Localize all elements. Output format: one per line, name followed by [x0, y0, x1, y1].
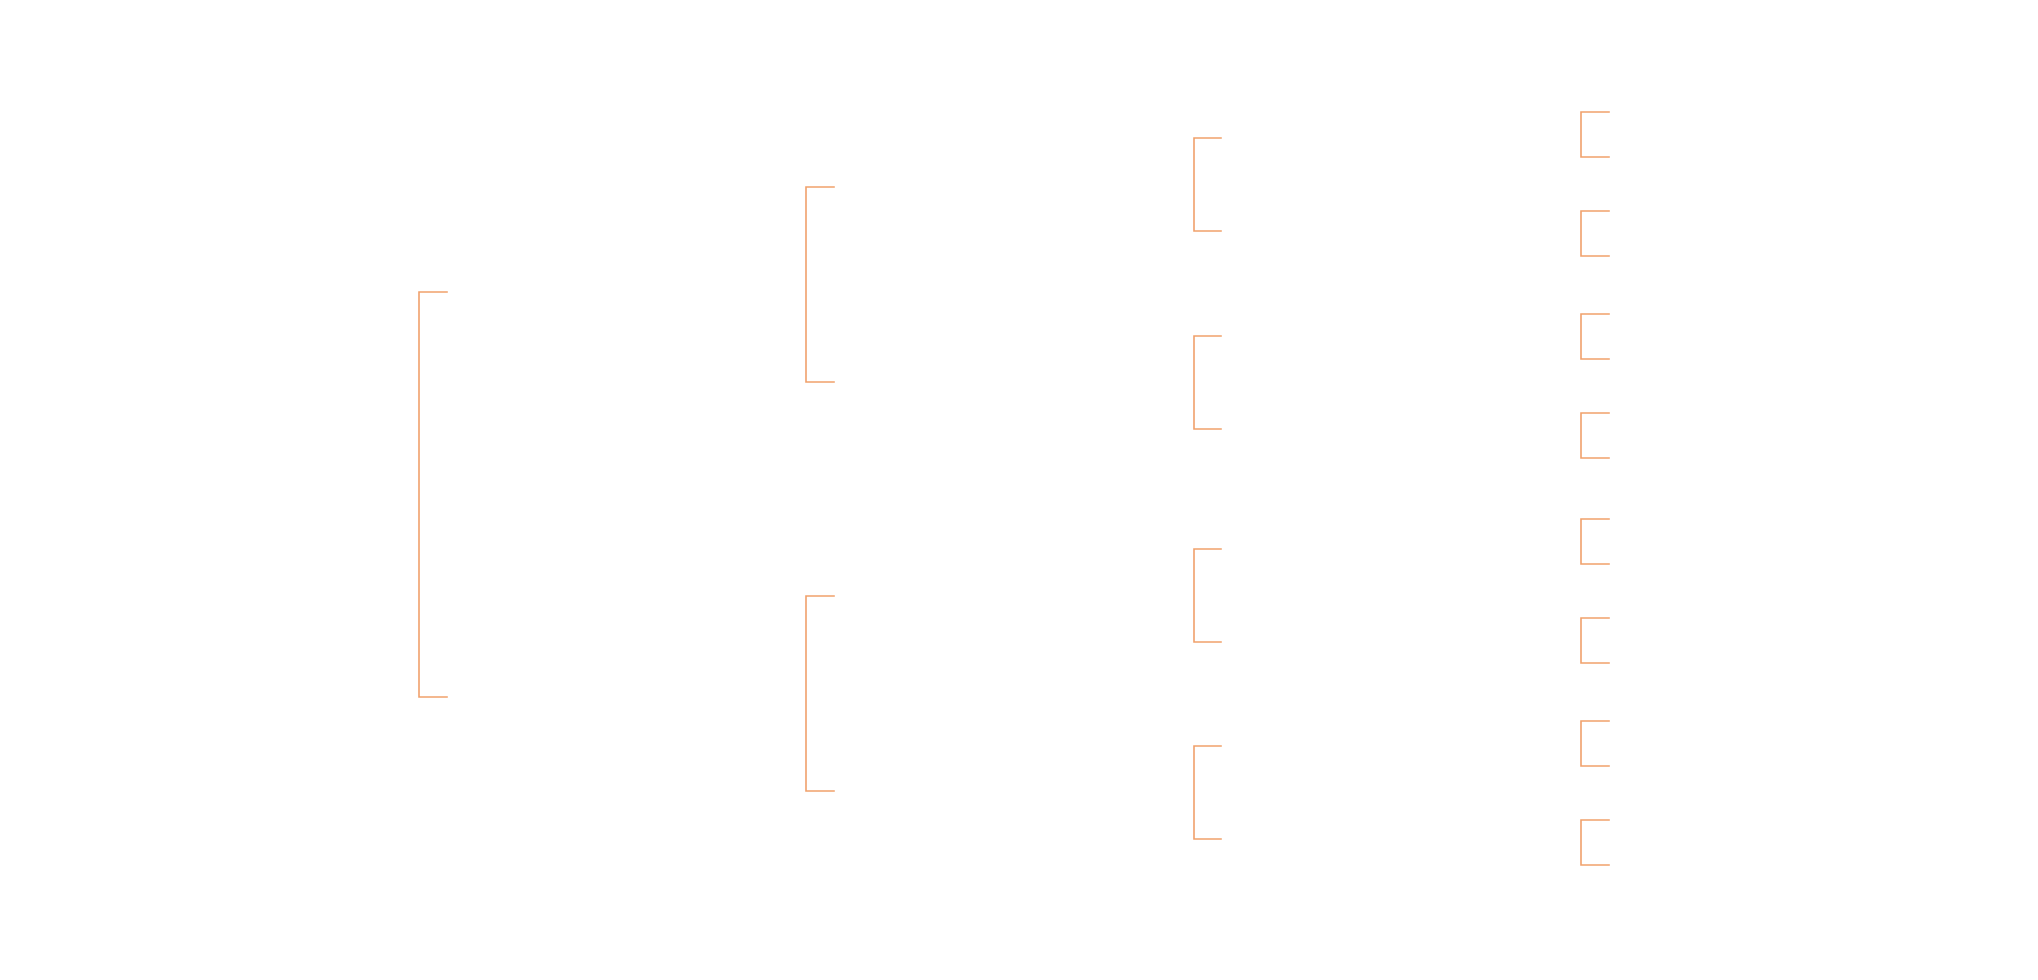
bracket-l3-3: [1193, 548, 1222, 643]
level-1-brackets: [418, 291, 448, 698]
bracket-l4-5: [1580, 518, 1610, 565]
bracket-l4-6: [1580, 617, 1610, 664]
bracket-l4-3: [1580, 313, 1610, 360]
bracket-l3-2: [1193, 335, 1222, 430]
level-2-brackets: [805, 186, 835, 792]
bracket-l4-4: [1580, 412, 1610, 459]
bracket-l4-7: [1580, 720, 1610, 767]
bracket-l2-1: [805, 186, 835, 383]
bracket-l4-8: [1580, 819, 1610, 866]
level-3-brackets: [1193, 137, 1222, 840]
bracket-l4-2: [1580, 210, 1610, 257]
bracket-l1-1: [418, 291, 448, 698]
bracket-l3-1: [1193, 137, 1222, 232]
bracket-l3-4: [1193, 745, 1222, 840]
bracket-l4-1: [1580, 111, 1610, 158]
bracket-l2-2: [805, 595, 835, 792]
level-4-brackets: [1580, 111, 1610, 866]
